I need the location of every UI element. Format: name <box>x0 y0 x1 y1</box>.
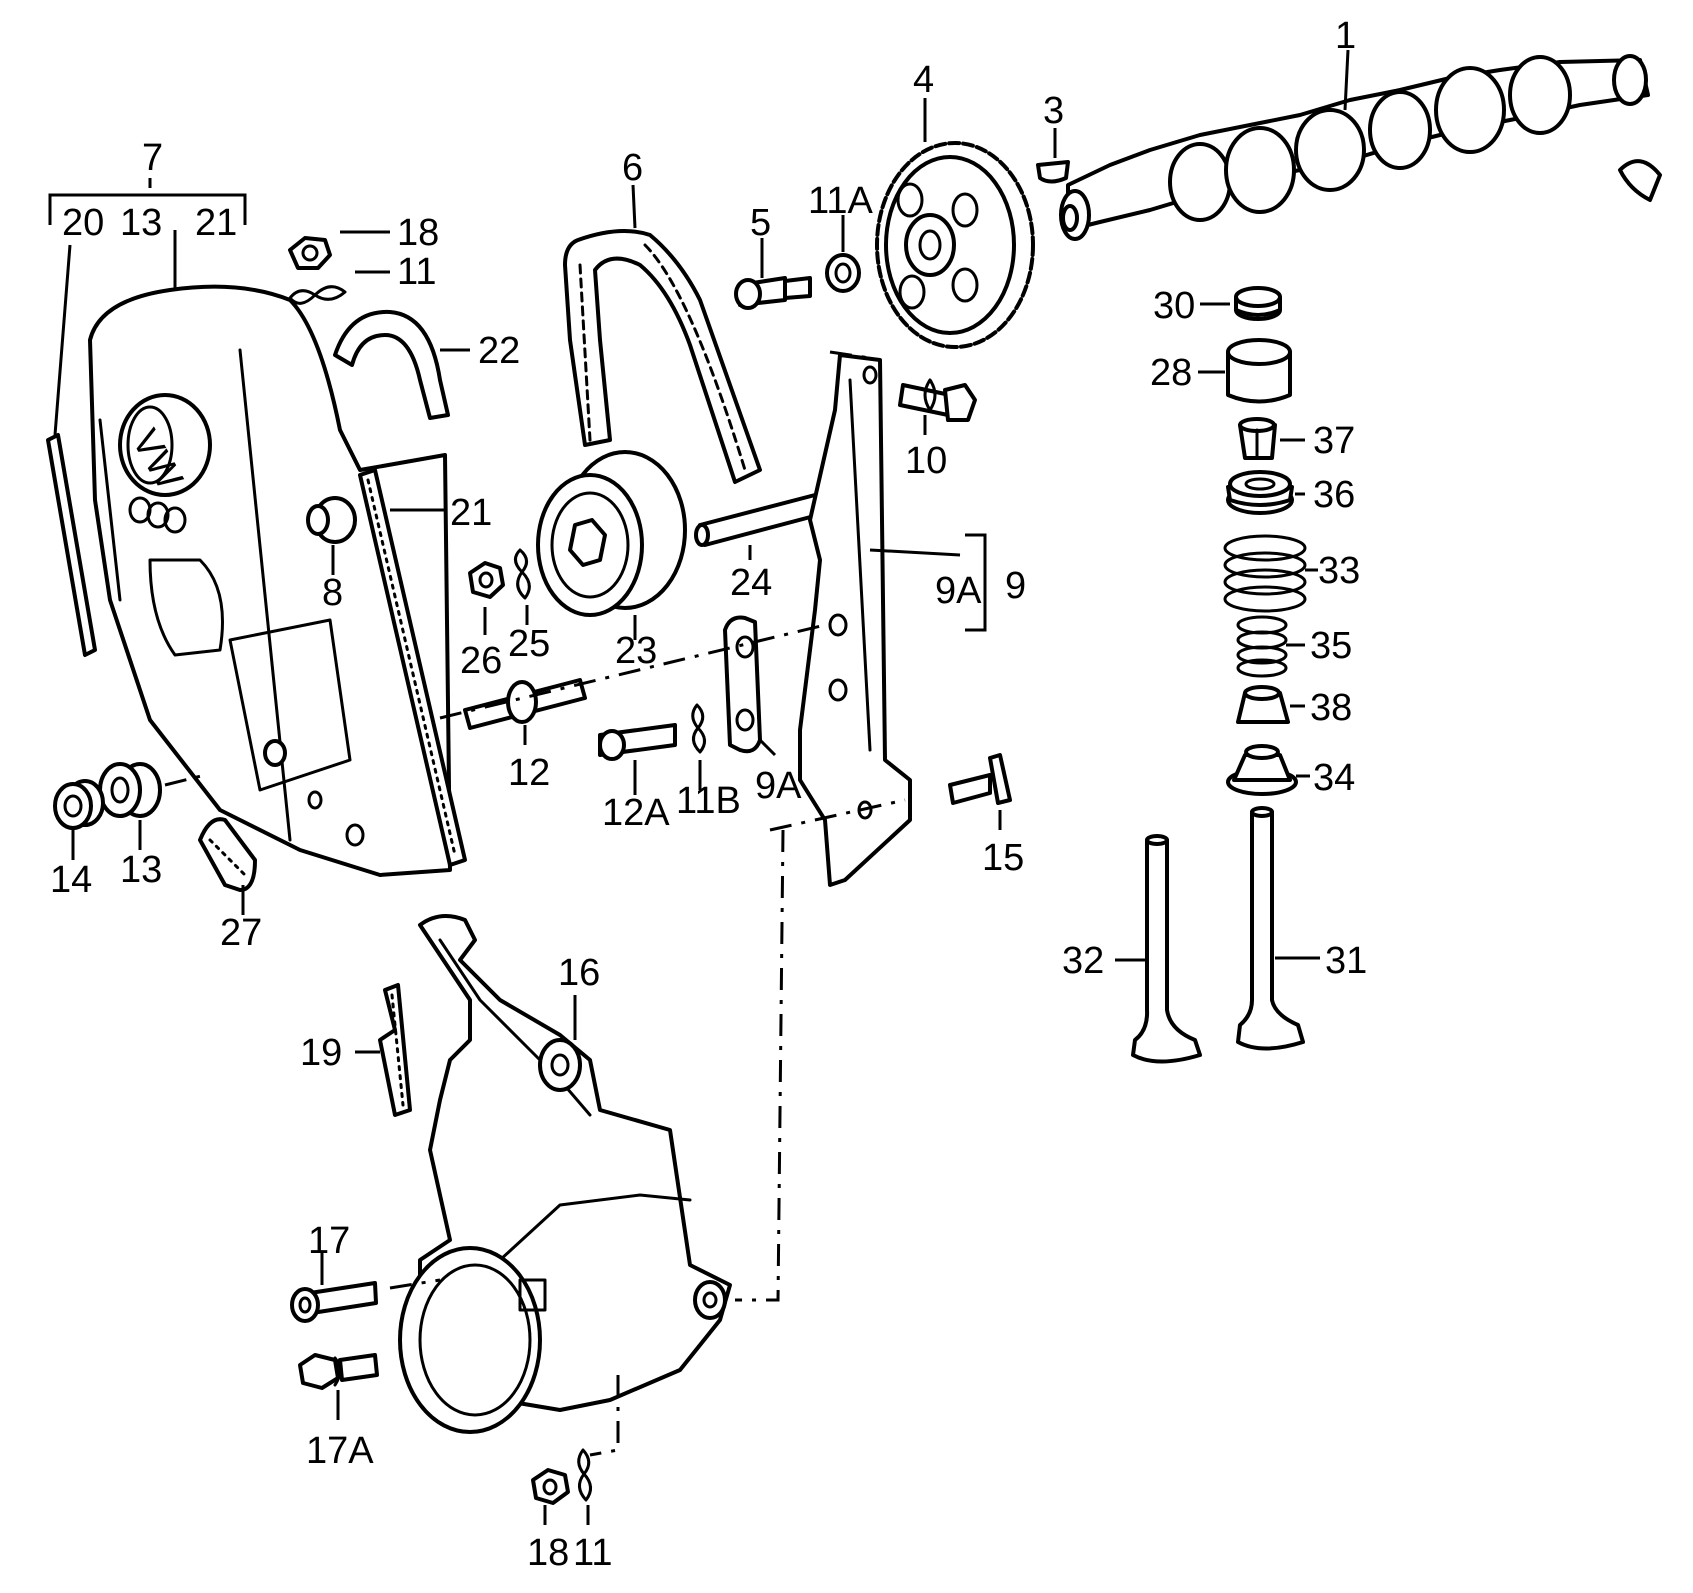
sprocket-bolt <box>734 276 812 310</box>
centerline-top <box>829 350 871 360</box>
valve-collets <box>1238 417 1277 460</box>
washer-11a <box>825 253 861 293</box>
exhaust-valve <box>1131 834 1202 1064</box>
callout-1: 1 <box>1335 15 1356 57</box>
grommet <box>306 496 357 544</box>
centerline-nut18 <box>589 1375 620 1457</box>
callout-23: 23 <box>615 630 657 672</box>
centerline-spacer <box>164 773 206 787</box>
callout-19: 19 <box>300 1032 342 1074</box>
callout-18-bottom: 18 <box>527 1532 569 1574</box>
bolt-10 <box>898 378 977 422</box>
callout-11-bottom: 11 <box>573 1532 612 1574</box>
callout-7-13: 13 <box>120 202 162 244</box>
callout-6: 6 <box>622 147 643 189</box>
upper-belt-guard: VW <box>88 284 452 877</box>
callout-35: 35 <box>1310 625 1352 667</box>
bolt-14 <box>53 779 105 830</box>
callout-38: 38 <box>1310 687 1352 729</box>
clip-11b <box>691 703 706 754</box>
callout-7-21: 21 <box>195 202 237 244</box>
timing-belt <box>563 229 762 484</box>
plug-27 <box>198 817 257 892</box>
callout-7: 7 <box>142 137 163 179</box>
clip-bottom <box>577 1448 592 1502</box>
callout-26: 26 <box>460 640 502 682</box>
clip-25 <box>514 548 531 600</box>
clip-top <box>288 285 347 305</box>
bolt-17 <box>290 1281 378 1323</box>
intake-valve <box>1236 806 1305 1051</box>
callout-21: 21 <box>450 492 492 534</box>
plate-9a <box>723 615 762 754</box>
bolt-17a <box>298 1353 379 1390</box>
callout-9A-plate: 9A <box>755 765 802 807</box>
tensioner-stud <box>694 493 820 547</box>
bolt-15 <box>948 753 1012 805</box>
callout-3: 3 <box>1043 90 1064 132</box>
centerline-guard <box>439 623 826 720</box>
callout-34: 34 <box>1313 757 1355 799</box>
lower-belt-guard <box>398 914 732 1434</box>
callout-10: 10 <box>905 440 947 482</box>
callout-17A: 17A <box>306 1430 374 1472</box>
callout-11-top: 11 <box>397 251 436 293</box>
callout-4: 4 <box>913 59 934 101</box>
callout-13: 13 <box>120 849 162 891</box>
valve-shim <box>1234 286 1282 321</box>
bucket-tappet <box>1226 338 1292 404</box>
camshaft <box>1059 54 1662 241</box>
callout-12: 12 <box>508 752 550 794</box>
seal-strip-19 <box>378 983 412 1117</box>
callout-7-20: 20 <box>62 202 104 244</box>
backplate <box>798 353 912 887</box>
tensioner-pulley <box>536 450 687 617</box>
callout-9A-brace: 9A <box>935 570 982 612</box>
nut-26 <box>468 561 505 599</box>
vw-logo-icon <box>118 393 212 497</box>
callout-33: 33 <box>1318 550 1360 592</box>
callout-17: 17 <box>308 1220 350 1262</box>
callout-11B: 11B <box>676 780 741 822</box>
spacer-13 <box>98 762 162 818</box>
callout-36: 36 <box>1313 474 1355 516</box>
callout-5: 5 <box>750 202 771 244</box>
camshaft-sprocket <box>875 141 1035 349</box>
callout-9: 9 <box>1005 565 1026 607</box>
nut-top <box>288 236 332 270</box>
valve-stem-seal <box>1226 744 1298 796</box>
callout-22: 22 <box>478 330 520 372</box>
centerline-vertical <box>735 829 785 1302</box>
callout-16: 16 <box>558 952 600 994</box>
cover-seal-22 <box>333 309 450 420</box>
woodruff-key <box>1036 160 1070 184</box>
bolt-12a <box>598 723 677 761</box>
stud-12 <box>463 678 587 730</box>
callout-18-top: 18 <box>397 212 439 254</box>
callout-30: 30 <box>1153 285 1195 327</box>
inner-valve-spring <box>1236 615 1288 678</box>
callout-11A: 11A <box>808 180 873 222</box>
callout-14: 14 <box>50 859 92 901</box>
callout-27: 27 <box>220 912 262 954</box>
spring-seat <box>1236 685 1290 724</box>
callout-12A: 12A <box>602 792 670 834</box>
callout-28: 28 <box>1150 352 1192 394</box>
callout-32: 32 <box>1062 940 1104 982</box>
outer-valve-spring <box>1223 534 1307 613</box>
callout-24: 24 <box>730 562 772 604</box>
callout-15: 15 <box>982 837 1024 879</box>
callout-8: 8 <box>322 572 343 614</box>
centerline-bolt17 <box>389 1278 441 1290</box>
callout-31: 31 <box>1325 940 1367 982</box>
nut-bottom <box>531 1468 570 1505</box>
callout-25: 25 <box>508 623 550 665</box>
seal-strip-20 <box>46 433 97 657</box>
spring-retainer <box>1226 470 1294 515</box>
callout-37: 37 <box>1313 420 1355 462</box>
